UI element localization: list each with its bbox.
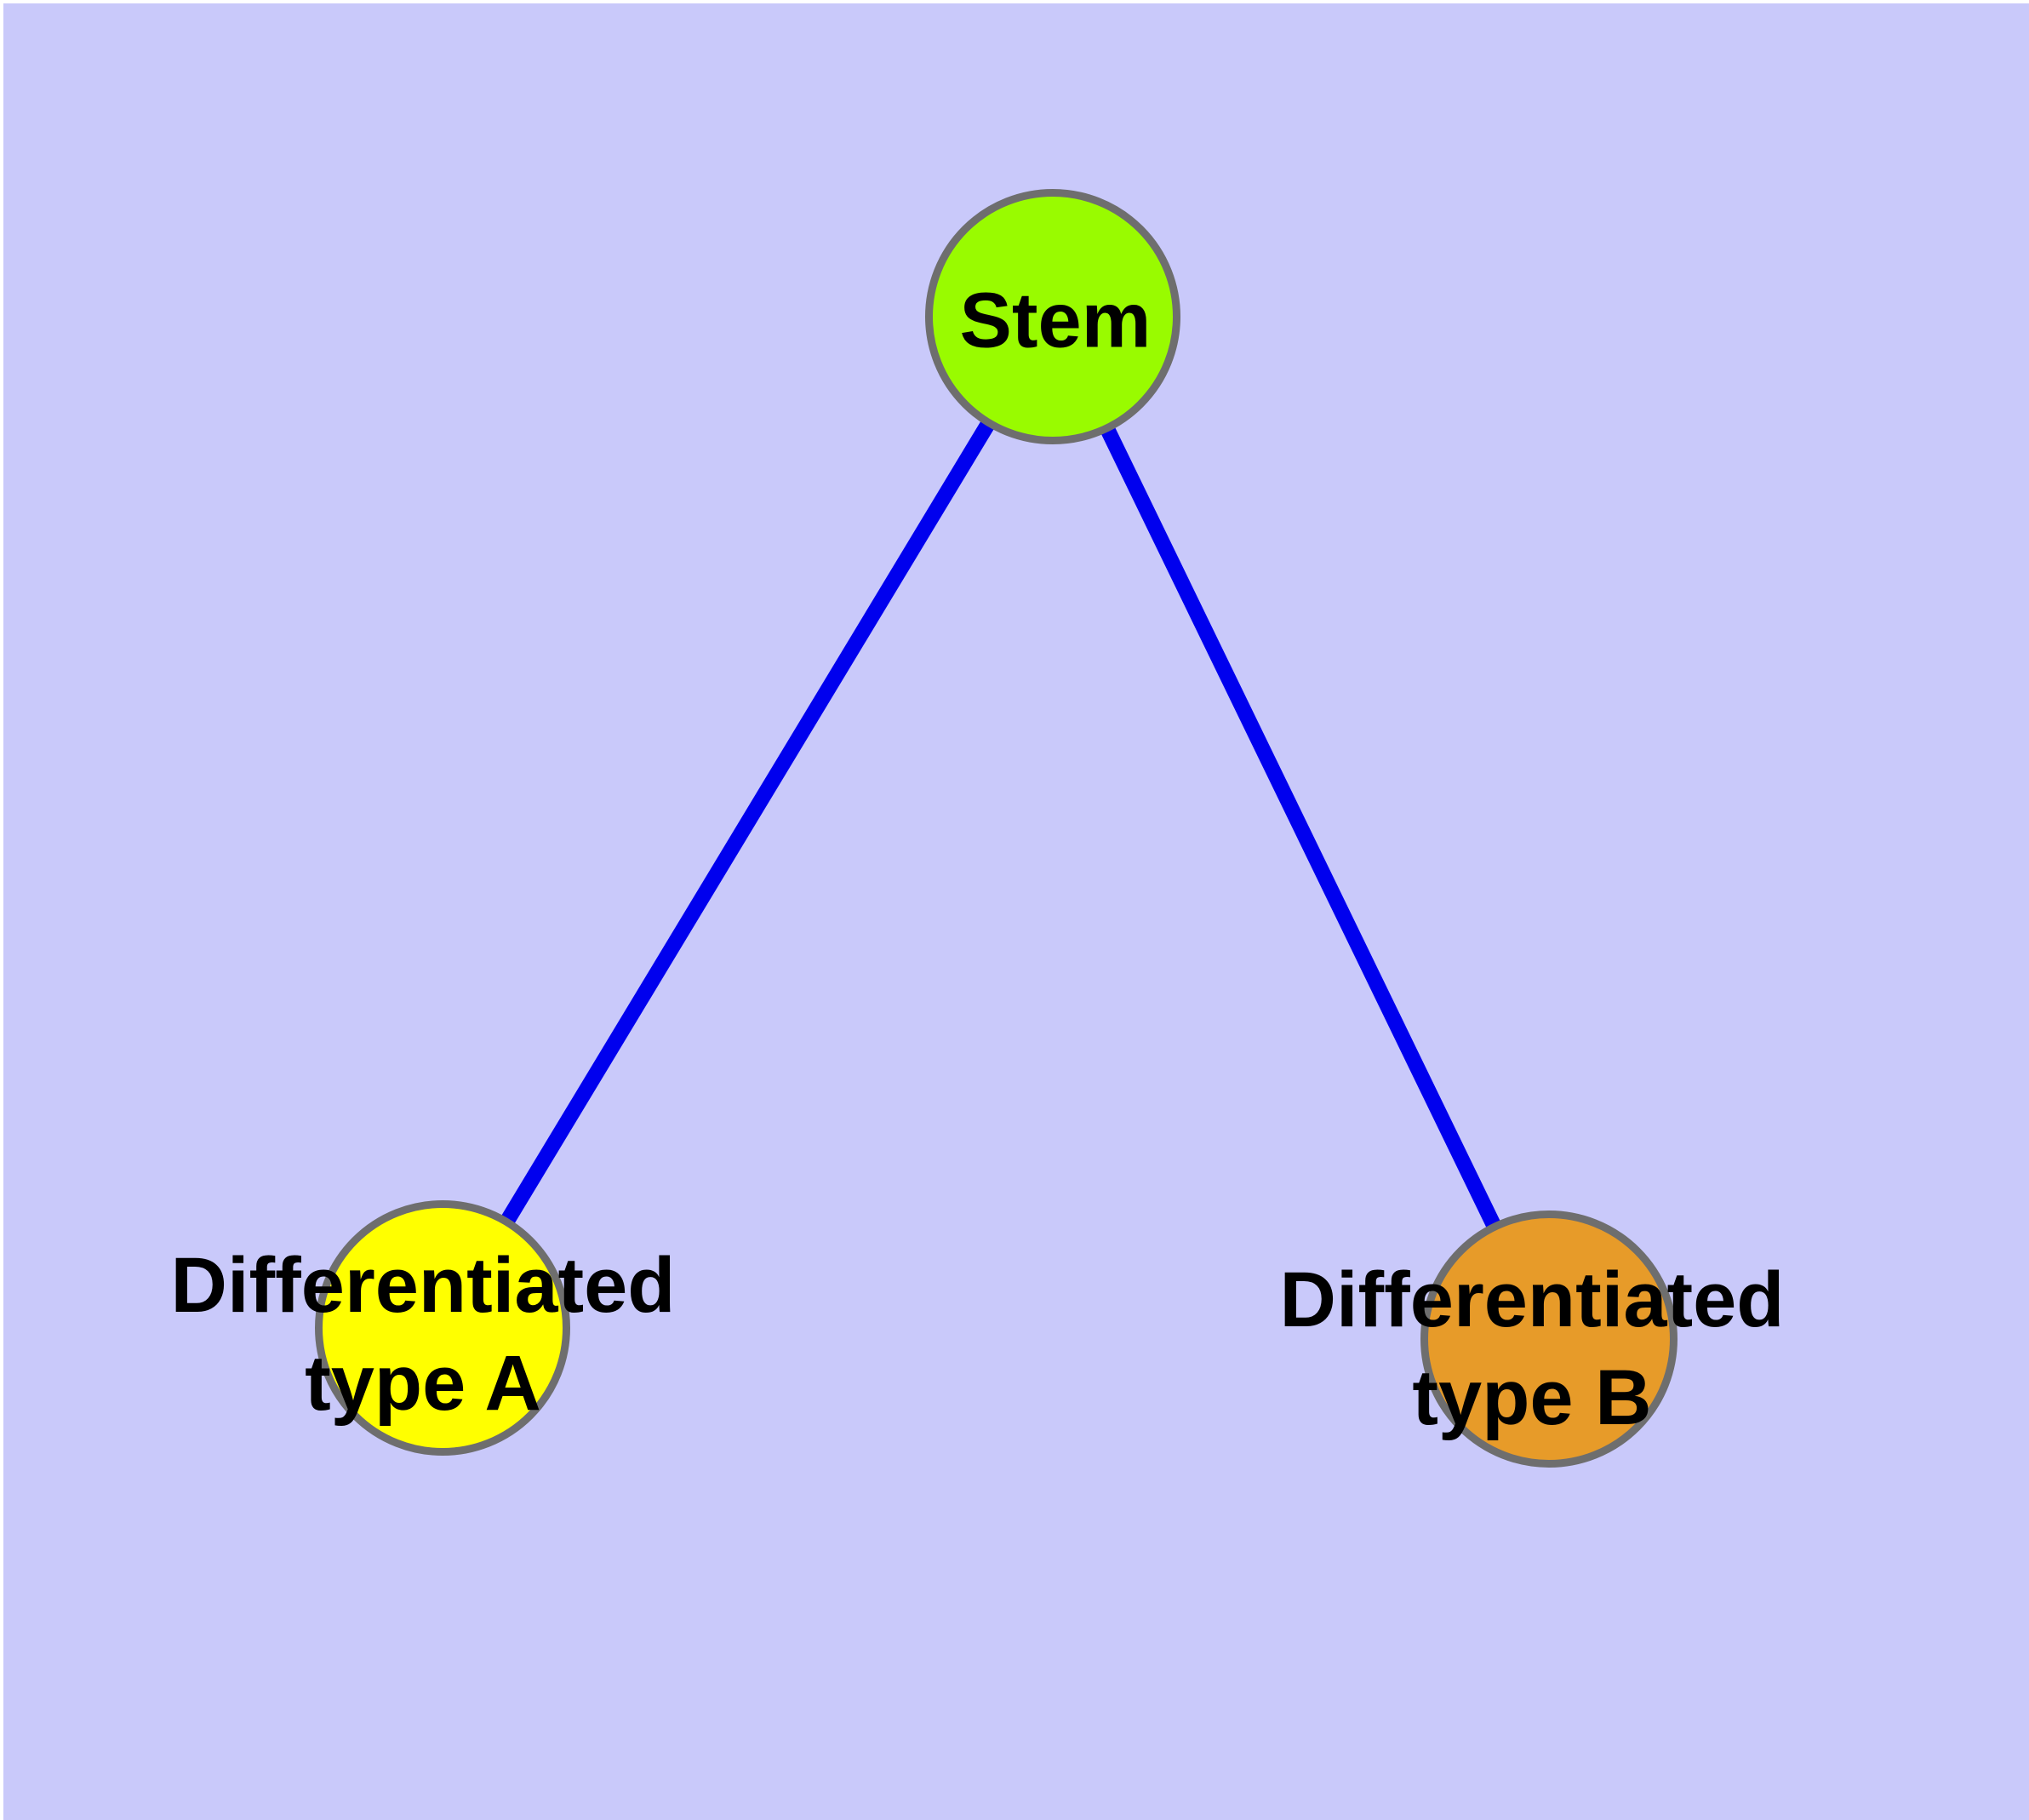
node-stem (925, 189, 1180, 444)
edge-stem-to-type-a (436, 312, 1060, 1332)
node-stem-label: Stem (960, 272, 1152, 370)
node-differentiated-type-b (1420, 1210, 1677, 1468)
plot-margin-left (0, 0, 3, 1820)
node-differentiated-type-a (315, 1200, 570, 1456)
edge-stem-to-type-b (1045, 313, 1557, 1342)
node-type-b-label-line-2: type B (1412, 1354, 1652, 1441)
node-type-a-label-line-2: type A (305, 1340, 541, 1427)
node-stem-label-line: Stem (959, 277, 1152, 364)
node-type-a-label-line-1: Differentiated (170, 1242, 676, 1329)
node-differentiated-type-b-label: Differentiated type B (1280, 1251, 1785, 1447)
plot-margin-top (0, 0, 2029, 3)
node-differentiated-type-a-label: Differentiated type A (171, 1237, 676, 1433)
node-type-b-label-line-1: Differentiated (1279, 1256, 1785, 1343)
